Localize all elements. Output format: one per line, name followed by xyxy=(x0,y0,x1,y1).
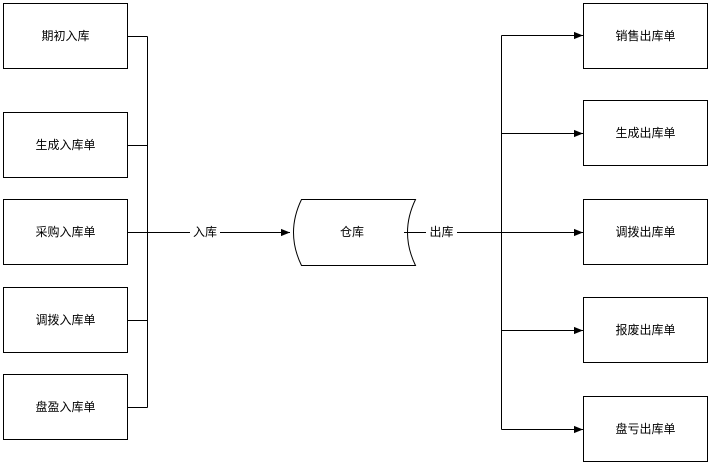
outbound-doc-label: 报废出库单 xyxy=(615,322,675,337)
outbound-doc-box-0: 销售出库单 xyxy=(583,3,708,69)
inbound-doc-label: 生成入库单 xyxy=(35,137,95,152)
outbound-doc-box-4: 盘亏出库单 xyxy=(583,396,708,462)
outbound-doc-box-2: 调拨出库单 xyxy=(583,199,708,265)
outbound-doc-box-3: 报废出库单 xyxy=(583,297,708,363)
outbound-doc-label: 生成出库单 xyxy=(615,125,675,140)
outbound-label: 出库 xyxy=(429,224,453,239)
inbound-doc-box-2: 采购入库单 xyxy=(3,199,128,265)
inbound-connectors xyxy=(127,36,148,408)
inbound-doc-label: 期初入库 xyxy=(41,28,89,43)
inbound-doc-box-3: 调拨入库单 xyxy=(3,287,128,353)
inbound-label: 入库 xyxy=(193,224,217,239)
inbound-doc-label: 盘盈入库单 xyxy=(35,399,95,414)
outbound-doc-label: 调拨出库单 xyxy=(615,224,675,239)
warehouse-label: 仓库 xyxy=(340,224,364,239)
outbound-doc-label: 销售出库单 xyxy=(615,28,675,43)
outbound-doc-label: 盘亏出库单 xyxy=(615,421,675,436)
inbound-label-bg xyxy=(190,225,220,240)
inbound-doc-box-4: 盘盈入库单 xyxy=(3,374,128,440)
warehouse-shape xyxy=(293,199,417,266)
outbound-label-bg xyxy=(426,225,457,240)
inbound-doc-box-1: 生成入库单 xyxy=(3,112,128,178)
outbound-doc-box-1: 生成出库单 xyxy=(583,100,708,166)
inbound-doc-label: 调拨入库单 xyxy=(35,312,95,327)
inbound-doc-label: 采购入库单 xyxy=(35,224,95,239)
warehouse-node: 仓库 xyxy=(293,199,417,266)
outbound-connectors xyxy=(501,31,583,434)
inbound-doc-box-0: 期初入库 xyxy=(3,3,128,69)
